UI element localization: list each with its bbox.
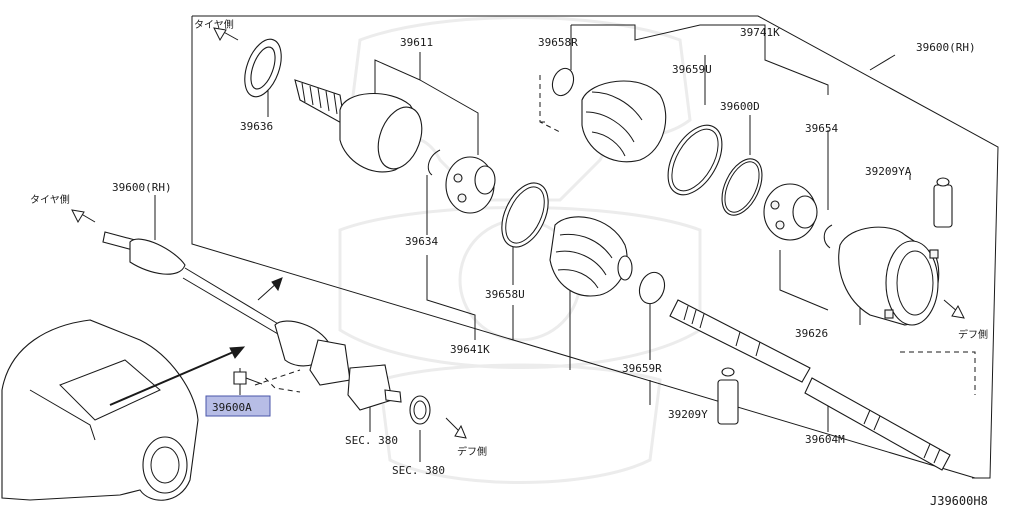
part-39659u-band (667, 124, 723, 196)
part-39626-housing (838, 226, 940, 326)
assembled-drive-shaft (102, 231, 351, 386)
label-39659r: 39659R (622, 362, 662, 375)
highlight-39600a[interactable]: 39600A (205, 395, 271, 417)
part-39658r-clip (551, 67, 575, 97)
label-diff-side-bottom: デフ側 (457, 445, 487, 458)
label-39600a[interactable]: 39600A (212, 401, 252, 414)
arrows (71, 27, 965, 439)
part-39636-ring (244, 38, 282, 98)
label-39641k: 39641K (450, 343, 490, 356)
part-39634-clip (427, 149, 441, 176)
part-39209y-grease-tube (717, 367, 739, 425)
label-39636: 39636 (240, 120, 273, 133)
label-39209y: 39209Y (668, 408, 708, 421)
label-39600-rh-left: 39600(RH) (112, 181, 172, 194)
label-39658u: 39658U (485, 288, 525, 301)
label-diff-side-right: デフ側 (958, 328, 988, 341)
part-39659r-clip (638, 271, 666, 305)
label-39600d: 39600D (720, 100, 760, 113)
label-39634: 39634 (405, 235, 438, 248)
part-cage-bearing (445, 156, 496, 214)
label-39626: 39626 (795, 327, 828, 340)
part-39604m-shaft (669, 299, 951, 471)
label-39741k: 39741K (740, 26, 780, 39)
part-inner-cage (763, 183, 818, 241)
part-39741k-boot (581, 80, 667, 163)
part-39658u-band (501, 182, 549, 248)
label-sec380-a: SEC. 380 (345, 434, 398, 447)
label-39611: 39611 (400, 36, 433, 49)
label-sec380-b: SEC. 380 (392, 464, 445, 477)
vehicle-silhouette (1, 319, 199, 501)
part-39611-outer-joint (294, 79, 423, 173)
part-39209ya-grease-tube (933, 177, 953, 228)
label-39604m: 39604M (805, 433, 845, 446)
label-39654: 39654 (805, 122, 838, 135)
label-tire-side-top: タイヤ側 (194, 18, 234, 31)
part-39600a-bolt (233, 371, 263, 385)
part-hub (347, 364, 402, 411)
part-seal (409, 395, 431, 425)
assembly-frame (191, 15, 999, 479)
label-39658r: 39658R (538, 36, 578, 49)
diagram-code: J39600H8 (930, 494, 988, 508)
label-39209ya: 39209YA (865, 165, 912, 178)
part-39641k-boot (549, 216, 633, 297)
label-39659u: 39659U (672, 63, 712, 76)
part-39654-clip (823, 224, 833, 249)
label-39600-rh-top: 39600(RH) (916, 41, 976, 54)
label-tire-side-left: タイヤ側 (30, 193, 70, 206)
part-39600d-ring (721, 158, 763, 216)
